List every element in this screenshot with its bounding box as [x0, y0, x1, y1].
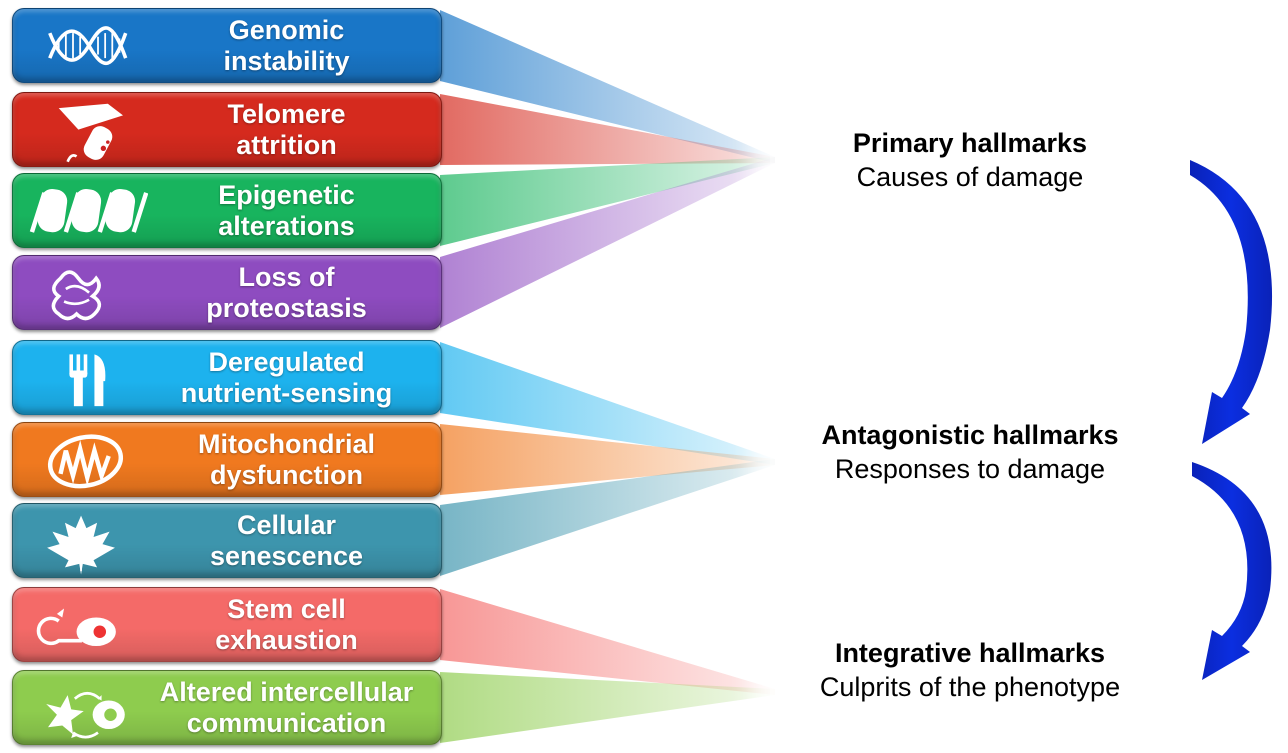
hallmark-label: Telomere attrition [227, 98, 346, 160]
fork-knife-icon [69, 354, 106, 407]
cell-communication-icon [46, 691, 125, 739]
stem-cell-icon [36, 608, 116, 647]
connector-ray [440, 157, 775, 328]
hallmark-box: Deregulated nutrient-sensing [12, 340, 442, 415]
mitochondrion-icon [47, 434, 124, 489]
hallmark-box: Telomere attrition [12, 92, 442, 167]
primary-hallmarks-subtitle: Causes of damage [856, 162, 1084, 192]
hallmark-box: Epigenetic alterations [12, 173, 442, 248]
hallmark-box: Altered intercellular communication [12, 670, 442, 745]
hallmark-label: Deregulated nutrient-sensing [180, 346, 393, 408]
nucleosome-icon [29, 189, 148, 233]
integrative-hallmarks-label: Integrative hallmarks Culprits of the ph… [760, 636, 1180, 704]
hallmark-label: Loss of proteostasis [206, 261, 367, 323]
connector-ray [440, 157, 775, 246]
hallmark-label: Cellular senescence [209, 509, 364, 571]
hallmark-box: Stem cell exhaustion [12, 587, 442, 662]
hallmark-label: Stem cell exhaustion [215, 593, 358, 655]
primary-hallmarks-label: Primary hallmarks Causes of damage [760, 126, 1180, 194]
connector-ray [440, 10, 775, 163]
primary-hallmarks-title: Primary hallmarks [852, 128, 1088, 158]
connector-ray [440, 94, 775, 165]
hallmark-label: Genomic instability [223, 14, 350, 76]
connector-ray [440, 589, 775, 695]
chromosome-icon [58, 103, 123, 163]
integrative-glow [770, 625, 1190, 730]
integrative-hallmarks-title: Integrative hallmarks [834, 638, 1106, 668]
antagonistic-hallmarks-label: Antagonistic hallmarks Responses to dama… [758, 418, 1182, 486]
hallmark-label: Mitochondrial dysfunction [198, 428, 375, 490]
integrative-hallmarks-subtitle: Culprits of the phenotype [819, 672, 1121, 702]
connector-ray [440, 342, 775, 465]
antagonistic-hallmarks-subtitle: Responses to damage [834, 454, 1106, 484]
hallmark-box: Loss of proteostasis [12, 255, 442, 330]
antagonistic-glow [770, 405, 1190, 510]
protein-icon [51, 270, 102, 321]
primary-glow [770, 110, 1190, 215]
connector-ray [440, 459, 775, 576]
hallmark-box: Cellular senescence [12, 503, 442, 578]
connector-ray [440, 672, 775, 743]
connector-ray [440, 424, 775, 495]
hallmark-label: Altered intercellular communication [159, 676, 414, 738]
maple-leaf-icon [47, 515, 115, 575]
hallmark-label: Epigenetic alterations [218, 179, 355, 241]
antagonistic-hallmarks-title: Antagonistic hallmarks [821, 420, 1119, 450]
hallmark-box: Mitochondrial dysfunction [12, 422, 442, 497]
dna-helix-icon [48, 26, 128, 66]
hallmark-box: Genomic instability [12, 8, 442, 83]
